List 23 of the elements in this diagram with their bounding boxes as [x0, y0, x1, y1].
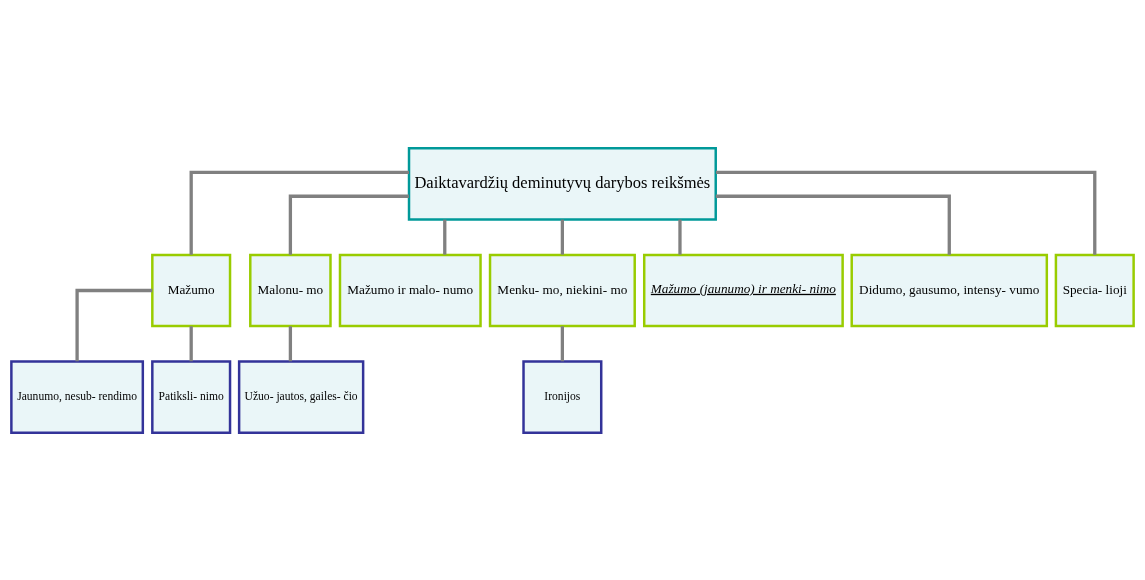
- connector: [288, 194, 409, 255]
- connector: [716, 170, 1097, 255]
- connector: [715, 194, 951, 255]
- connector: [560, 325, 565, 361]
- connector: [560, 219, 565, 255]
- node-box: Specia- lioji: [1054, 253, 1135, 327]
- node-box: Mažumo (jaunumo) ir menki- nimo: [643, 253, 844, 327]
- node-box: Mažumo ir malo- numo: [338, 253, 482, 327]
- connector: [678, 219, 682, 255]
- connector: [443, 219, 447, 255]
- node-box: Mažumo: [151, 253, 232, 327]
- node-box: Didumo, gausumo, intensy- vumo: [850, 253, 1049, 327]
- connector: [75, 288, 153, 361]
- node-box: Daiktavardžių deminutyvų darybos reikšmės: [407, 146, 717, 221]
- node-box: Jaunumo, nesub- rendimo: [10, 359, 145, 434]
- connector: [189, 325, 193, 361]
- node-box: Ironijos: [522, 359, 603, 434]
- node-box: Patiksli- nimo: [151, 359, 232, 434]
- connector: [189, 170, 409, 255]
- connector: [288, 325, 293, 361]
- node-box: Malonu- mo: [249, 253, 332, 327]
- node-box: Užuo- jautos, gailes- čio: [237, 359, 365, 434]
- node-box: Menku- mo, niekini- mo: [488, 253, 636, 327]
